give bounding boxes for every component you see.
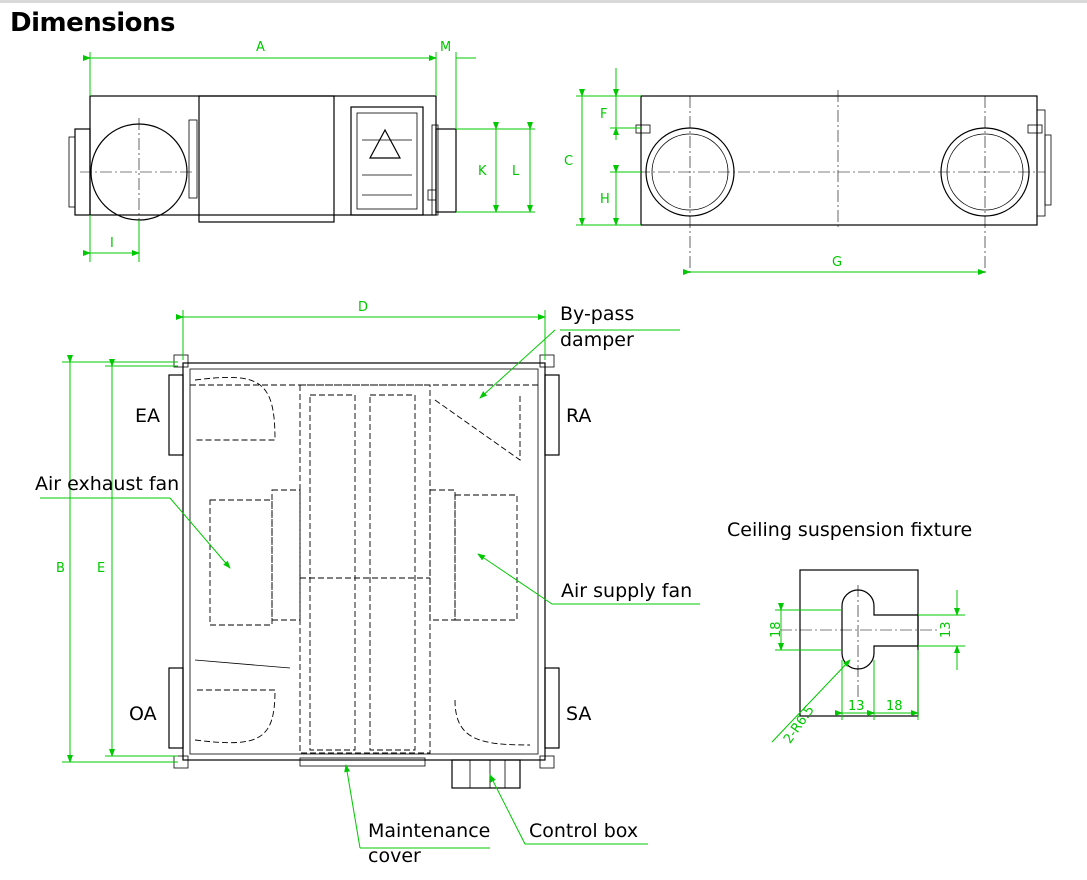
ra-label: RA: [566, 405, 591, 427]
fixture-dim-13-horizontal: 13: [848, 699, 865, 714]
dim-label-E: E: [97, 561, 105, 576]
dim-label-F: F: [600, 107, 607, 122]
plan-view: [168, 354, 560, 789]
fixture-dim-18-vertical: 18: [769, 621, 784, 638]
dim-K: K: [456, 122, 535, 213]
bypass-damper-label-line2: damper: [560, 329, 634, 351]
dim-label-G: G: [832, 255, 842, 270]
dim-label-A: A: [256, 40, 265, 55]
dim-label-K: K: [478, 164, 487, 179]
dim-label-D: D: [358, 300, 368, 315]
front-view: [68, 95, 457, 228]
bypass-damper-label-line1: By-pass: [560, 303, 634, 325]
dim-I: I: [83, 215, 140, 262]
dim-L: L: [502, 122, 535, 213]
fixture-dim-radius: 2-R6.5: [781, 703, 818, 747]
dim-label-B: B: [56, 561, 65, 576]
top-border: [0, 0, 1087, 3]
dim-B: B: [56, 355, 178, 763]
dim-label-H: H: [600, 192, 610, 207]
control-box-label: Control box: [529, 820, 638, 842]
ceiling-suspension-fixture-title: Ceiling suspension fixture: [727, 519, 972, 541]
side-view: [635, 90, 1052, 276]
maintenance-cover-label-line1: Maintenance: [368, 820, 490, 842]
dim-E: E: [97, 359, 178, 757]
maintenance-cover-label-line2: cover: [368, 845, 421, 867]
air-supply-fan-label: Air supply fan: [561, 580, 692, 602]
dim-A: A: [83, 40, 437, 96]
air-exhaust-fan-label: Air exhaust fan: [35, 473, 179, 495]
dim-D: D: [176, 300, 546, 360]
fixture-dim-18-horizontal: 18: [886, 699, 903, 714]
dim-C: C: [564, 89, 641, 226]
dim-M: M: [420, 40, 476, 129]
sa-label: SA: [566, 703, 591, 725]
dim-G: G: [683, 255, 986, 275]
oa-label: OA: [129, 703, 157, 725]
dim-label-L: L: [512, 164, 520, 179]
fixture-dimensions: 18 13 13 18 2-R6.5: [769, 590, 965, 747]
dim-H: H: [600, 165, 641, 226]
fixture-dim-13-vertical: 13: [939, 621, 954, 638]
callout-leaders: [40, 329, 700, 849]
dim-label-M: M: [440, 40, 451, 55]
dim-label-I: I: [110, 236, 114, 251]
page-title: Dimensions: [10, 8, 175, 38]
suspension-fixture: [780, 569, 940, 717]
dim-F: F: [600, 68, 641, 140]
ea-label: EA: [135, 405, 160, 427]
dim-label-C: C: [564, 154, 573, 169]
